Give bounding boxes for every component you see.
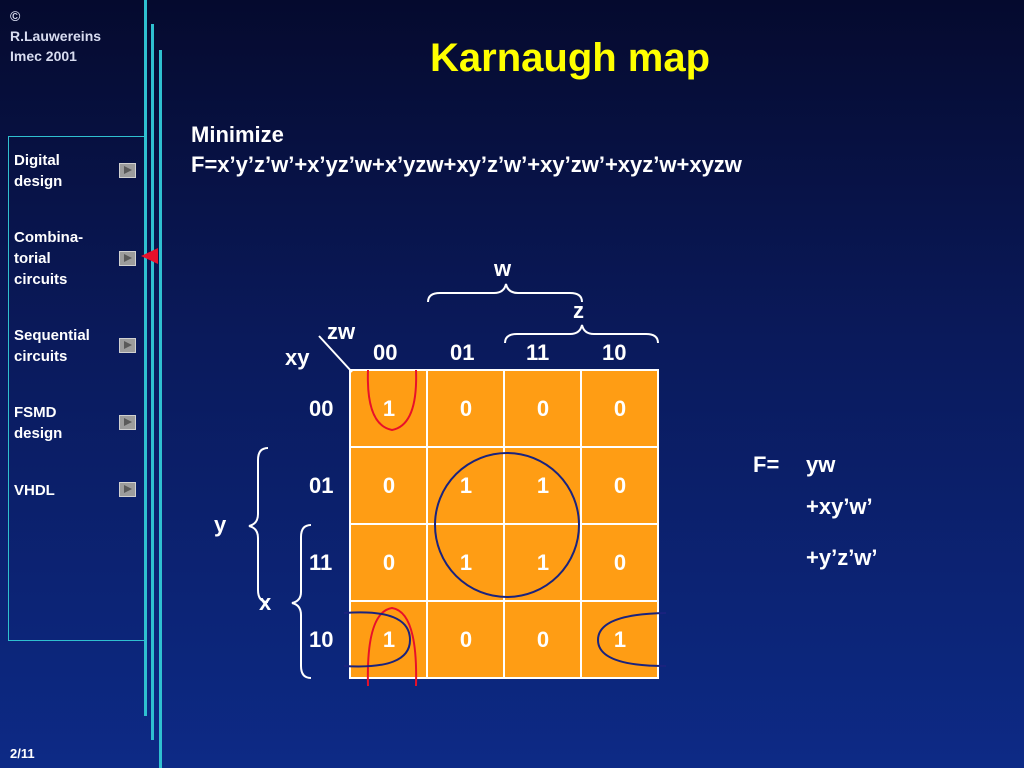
copyright-author: R.Lauwereins <box>10 28 102 44</box>
w-brace <box>427 283 583 303</box>
nav-item-combinatorial-circuits[interactable]: Combina- torial circuits <box>14 229 84 288</box>
kmap-groupings <box>343 369 667 687</box>
nav-arrow-combinatorial-circuits-icon[interactable] <box>119 251 136 266</box>
problem-heading: Minimize <box>191 122 284 147</box>
nav-item-sequential-circuits[interactable]: Sequential circuits <box>14 327 90 365</box>
copyright-org: Imec 2001 <box>10 48 77 64</box>
cell-r0-c0: 1 <box>382 396 396 421</box>
cell-r1-c2: 1 <box>536 473 550 498</box>
cell-r0-c3: 0 <box>613 396 627 421</box>
nav-arrow-sequential-circuits-icon[interactable] <box>119 338 136 353</box>
x-brace <box>291 524 312 679</box>
group-bottom-left-red-loop <box>366 606 418 687</box>
slide-title: Karnaugh map <box>430 36 711 80</box>
cell-r0-c2: 0 <box>536 396 550 421</box>
group-yw-circle <box>434 452 580 598</box>
copyright-symbol: © <box>10 8 21 24</box>
kmap-grid-lines <box>318 335 659 679</box>
result-term-1: yw <box>806 452 836 477</box>
col-header-01: 01 <box>450 340 475 365</box>
cell-r0-c1: 0 <box>459 396 473 421</box>
group-xyw-right-loop <box>596 612 667 667</box>
page-number: 2/11 <box>10 746 35 761</box>
cell-r1-c1: 1 <box>459 473 473 498</box>
nav-arrow-vhdl-icon[interactable] <box>119 482 136 497</box>
group-xyw-left-loop <box>343 611 412 668</box>
y-brace <box>248 447 269 603</box>
cell-r1-c3: 0 <box>613 473 627 498</box>
accent-line-1 <box>144 0 147 716</box>
col-var-label: zw <box>327 319 356 344</box>
nav-item-fsmd-design[interactable]: FSMD design <box>14 404 63 442</box>
row-header-01: 01 <box>309 473 334 498</box>
y-brace-label: y <box>214 512 227 537</box>
w-brace-label: w <box>494 256 512 281</box>
cell-r2-c0: 0 <box>382 550 396 575</box>
z-brace-label: z <box>573 298 584 323</box>
row-header-10: 10 <box>309 627 334 652</box>
cell-r1-c0: 0 <box>382 473 396 498</box>
accent-line-3 <box>159 50 162 768</box>
cell-r3-c1: 0 <box>459 627 473 652</box>
cell-r2-c2: 1 <box>536 550 550 575</box>
copyright-notice: © R.Lauwereins Imec 2001 <box>10 6 101 66</box>
accent-line-2 <box>151 24 154 740</box>
current-section-pointer-icon <box>141 248 158 264</box>
nav-arrow-digital-design-icon[interactable] <box>119 163 136 178</box>
row-header-11: 11 <box>309 550 333 575</box>
cell-r3-c3: 1 <box>613 627 627 652</box>
cell-r3-c0: 1 <box>382 627 396 652</box>
result-label: F= <box>753 452 780 477</box>
row-var-label: xy <box>285 345 310 370</box>
z-brace <box>504 324 659 344</box>
cell-r2-c1: 1 <box>459 550 473 575</box>
col-header-00: 00 <box>373 340 398 365</box>
problem-function: F=x’y’z’w’+x’yz’w+x’yzw+xy’z’w’+xy’zw’+x… <box>191 152 742 177</box>
nav-item-vhdl[interactable]: VHDL <box>14 482 55 499</box>
cell-r3-c2: 0 <box>536 627 550 652</box>
kmap-braces <box>248 283 659 679</box>
nav-panel <box>8 136 146 641</box>
result-term-2: +xy’w’ <box>806 494 873 519</box>
problem-statement: Minimize F=x’y’z’w’+x’yz’w+x’yzw+xy’z’w’… <box>191 120 742 180</box>
cell-r2-c3: 0 <box>613 550 627 575</box>
nav-arrow-fsmd-design-icon[interactable] <box>119 415 136 430</box>
nav-item-digital-design[interactable]: Digital design <box>14 152 63 190</box>
group-top-left-red-loop <box>366 369 418 432</box>
row-header-00: 00 <box>309 396 334 421</box>
result-term-3: +y’z’w’ <box>806 545 878 570</box>
col-header-10: 10 <box>602 340 627 365</box>
col-header-11: 11 <box>526 340 550 365</box>
